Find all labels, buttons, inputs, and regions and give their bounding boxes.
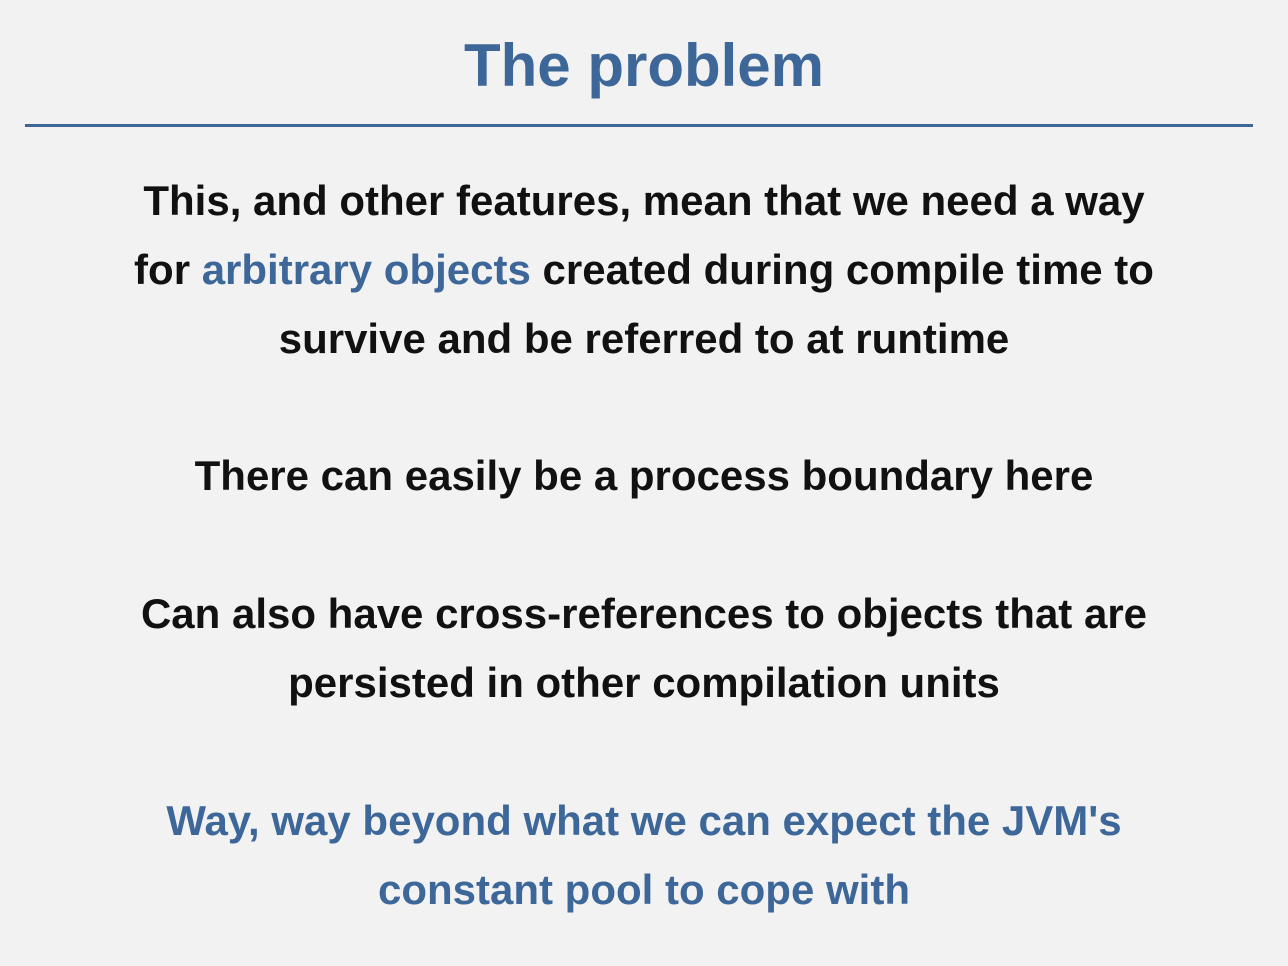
text-segment: for: [134, 246, 202, 293]
paragraph-compile-time-objects: This, and other features, mean that we n…: [0, 166, 1288, 373]
text-line: Way, way beyond what we can expect the J…: [166, 797, 1122, 844]
text-line: This, and other features, mean that we n…: [143, 177, 1145, 224]
title-divider: [25, 124, 1253, 127]
paragraph-conclusion: Way, way beyond what we can expect the J…: [0, 786, 1288, 924]
text-segment: created during compile time to: [530, 246, 1154, 293]
text-line: survive and be referred to at runtime: [278, 315, 1010, 362]
text-line: Can also have cross-references to object…: [140, 590, 1148, 637]
highlighted-text: arbitrary objects: [201, 246, 531, 293]
text-line: persisted in other compilation units: [288, 659, 1000, 706]
paragraph-cross-references: Can also have cross-references to object…: [0, 579, 1288, 717]
paragraph-process-boundary: There can easily be a process boundary h…: [0, 441, 1288, 510]
text-line: There can easily be a process boundary h…: [194, 452, 1094, 499]
text-line: for arbitrary objects created during com…: [0, 235, 1288, 304]
text-line: constant pool to cope with: [378, 866, 910, 913]
slide-title: The problem: [463, 32, 825, 99]
